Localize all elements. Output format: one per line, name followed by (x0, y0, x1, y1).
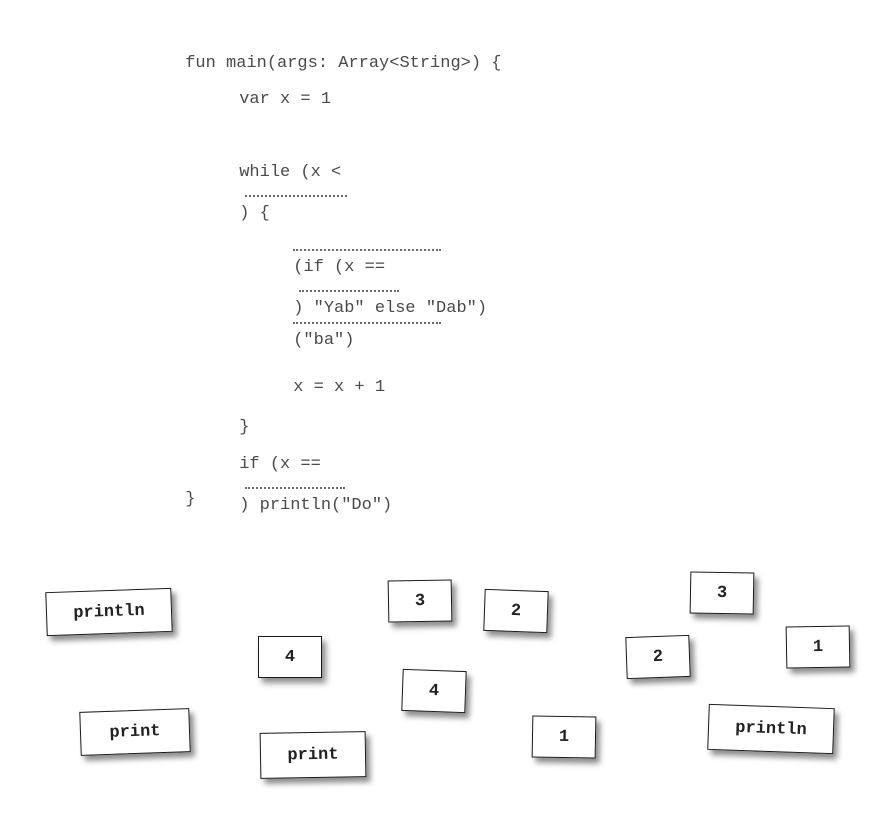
code-text: x = x + 1 (293, 378, 386, 397)
code-text: var x = 1 (239, 90, 332, 109)
code-text: ) { (239, 204, 270, 223)
code-line-9: } (124, 470, 195, 530)
magnet-print[interactable]: print (79, 708, 191, 756)
code-line-1: fun main(args: Array<String>) { (124, 34, 501, 94)
code-line-3: while (x < ) { (178, 143, 349, 244)
blank-slot[interactable] (293, 237, 442, 251)
blank-slot[interactable] (245, 183, 348, 197)
code-text: while (x < (239, 163, 342, 182)
blank-slot[interactable] (299, 278, 400, 292)
blank-slot[interactable] (245, 475, 346, 489)
magnet-3[interactable]: 3 (387, 579, 453, 623)
magnet-1[interactable]: 1 (531, 715, 597, 759)
code-text: ("ba") (293, 331, 355, 350)
code-line-7: } (178, 398, 249, 458)
code-line-6: x = x + 1 (232, 358, 385, 418)
code-text: if (x == (239, 455, 321, 474)
magnet-println[interactable]: println (707, 703, 835, 755)
magnet-4[interactable]: 4 (258, 636, 322, 678)
magnet-print[interactable]: print (259, 731, 367, 779)
code-text: fun main(args: Array<String>) { (185, 54, 502, 73)
code-text: (if (x == (293, 258, 386, 277)
magnet-println[interactable]: println (45, 587, 173, 637)
code-text: } (239, 418, 250, 437)
code-text: } (185, 490, 196, 509)
code-line-8: if (x == ) println("Do") (178, 435, 392, 536)
blank-slot[interactable] (293, 310, 442, 324)
magnet-3[interactable]: 3 (689, 571, 755, 615)
magnet-2[interactable]: 2 (625, 634, 691, 680)
code-line-5: ("ba") (232, 290, 443, 371)
code-line-2: var x = 1 (178, 70, 331, 130)
code-line-4: (if (x == ) "Yab" else "Dab") (232, 217, 487, 339)
magnet-2[interactable]: 2 (483, 588, 549, 634)
magnet-4[interactable]: 4 (401, 668, 467, 714)
code-text: ) "Yab" else "Dab") (293, 299, 488, 318)
code-text: ) println("Do") (239, 496, 393, 515)
magnet-1[interactable]: 1 (785, 625, 851, 669)
